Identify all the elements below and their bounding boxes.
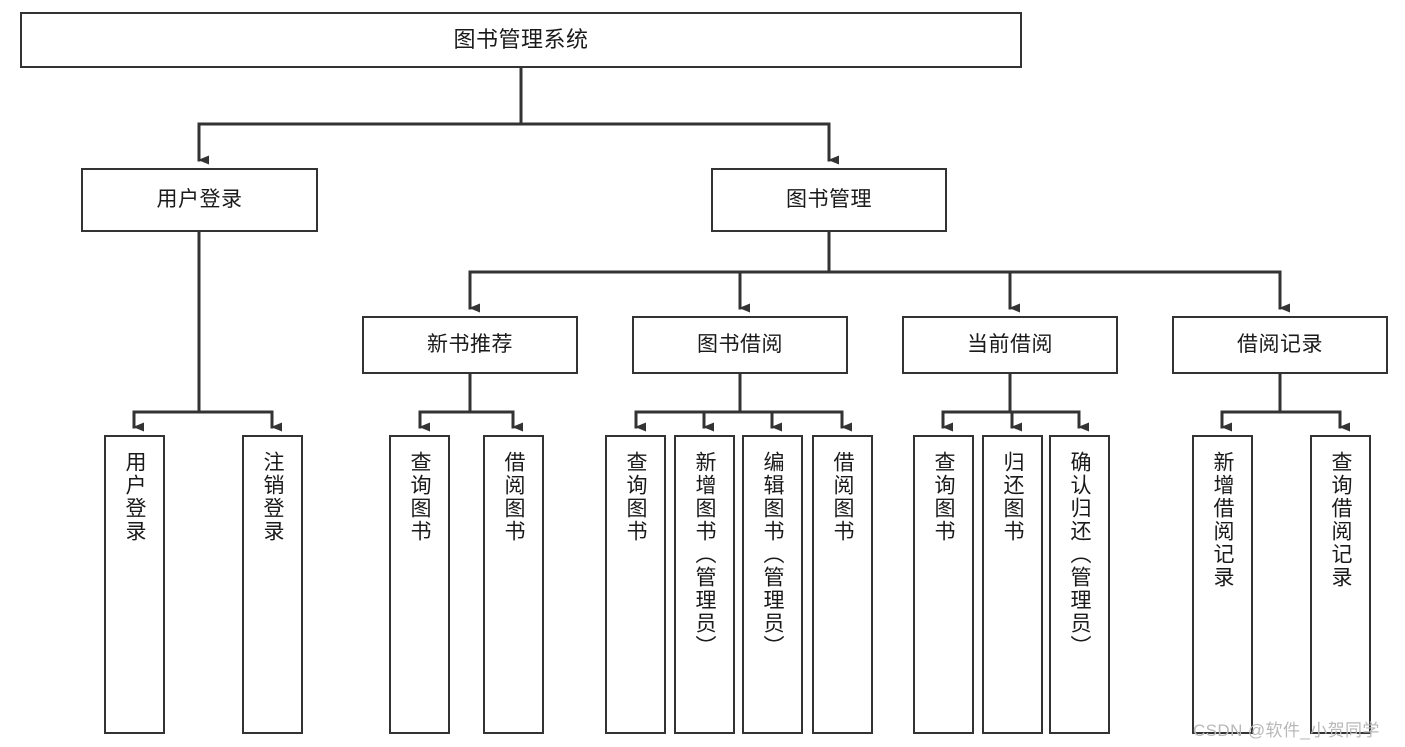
csdn-watermark: CSDN @软件_小贺同学 (1193, 721, 1380, 740)
node-book-manage-label: 图书管理 (786, 187, 872, 211)
node-leaf-logout-label: 注销登录 (261, 451, 284, 543)
node-root-label: 图书管理系统 (453, 27, 589, 53)
node-book-borrow-label: 图书借阅 (697, 332, 783, 356)
node-leaf-return-book-label: 归还图书 (1001, 451, 1024, 543)
node-leaf-edit-book-label: 编辑图书（管理员） (761, 451, 784, 658)
node-book-borrow[interactable]: 图书借阅 (632, 316, 848, 374)
node-leaf-return-book[interactable]: 归还图书 (982, 435, 1043, 734)
node-user-login-label: 用户登录 (156, 187, 243, 211)
node-leaf-query-book-cur-label: 查询图书 (932, 451, 955, 543)
node-borrow-record[interactable]: 借阅记录 (1172, 316, 1388, 374)
node-leaf-user-login[interactable]: 用户登录 (104, 435, 165, 734)
node-leaf-borrow-book-label: 借阅图书 (831, 451, 854, 543)
node-leaf-query-record[interactable]: 查询借阅记录 (1310, 435, 1371, 734)
node-leaf-edit-book[interactable]: 编辑图书（管理员） (742, 435, 803, 734)
node-leaf-borrow-book-rec-label: 借阅图书 (502, 451, 525, 543)
node-new-book-recommend[interactable]: 新书推荐 (362, 316, 578, 374)
node-leaf-borrow-book[interactable]: 借阅图书 (812, 435, 873, 734)
node-leaf-add-book[interactable]: 新增图书（管理员） (674, 435, 735, 734)
node-leaf-query-book-rec-label: 查询图书 (408, 451, 431, 543)
node-leaf-add-record-label: 新增借阅记录 (1211, 451, 1234, 589)
node-borrow-record-label: 借阅记录 (1237, 332, 1323, 356)
node-leaf-confirm-return-label: 确认归还（管理员） (1068, 451, 1091, 658)
node-leaf-logout[interactable]: 注销登录 (242, 435, 303, 734)
node-leaf-query-record-label: 查询借阅记录 (1329, 451, 1352, 589)
node-leaf-user-login-label: 用户登录 (123, 451, 146, 543)
node-new-book-recommend-label: 新书推荐 (427, 332, 513, 356)
node-leaf-confirm-return[interactable]: 确认归还（管理员） (1049, 435, 1110, 734)
node-leaf-query-book-borrow-label: 查询图书 (624, 451, 647, 543)
node-leaf-borrow-book-rec[interactable]: 借阅图书 (483, 435, 544, 734)
node-current-borrow[interactable]: 当前借阅 (902, 316, 1118, 374)
node-current-borrow-label: 当前借阅 (967, 332, 1053, 356)
node-leaf-add-record[interactable]: 新增借阅记录 (1192, 435, 1253, 734)
node-root[interactable]: 图书管理系统 (20, 12, 1022, 68)
node-book-manage[interactable]: 图书管理 (711, 168, 947, 232)
node-leaf-query-book-rec[interactable]: 查询图书 (389, 435, 450, 734)
node-leaf-query-book-cur[interactable]: 查询图书 (913, 435, 974, 734)
node-user-login[interactable]: 用户登录 (81, 168, 318, 232)
node-leaf-query-book-borrow[interactable]: 查询图书 (605, 435, 666, 734)
node-leaf-add-book-label: 新增图书（管理员） (693, 451, 716, 658)
